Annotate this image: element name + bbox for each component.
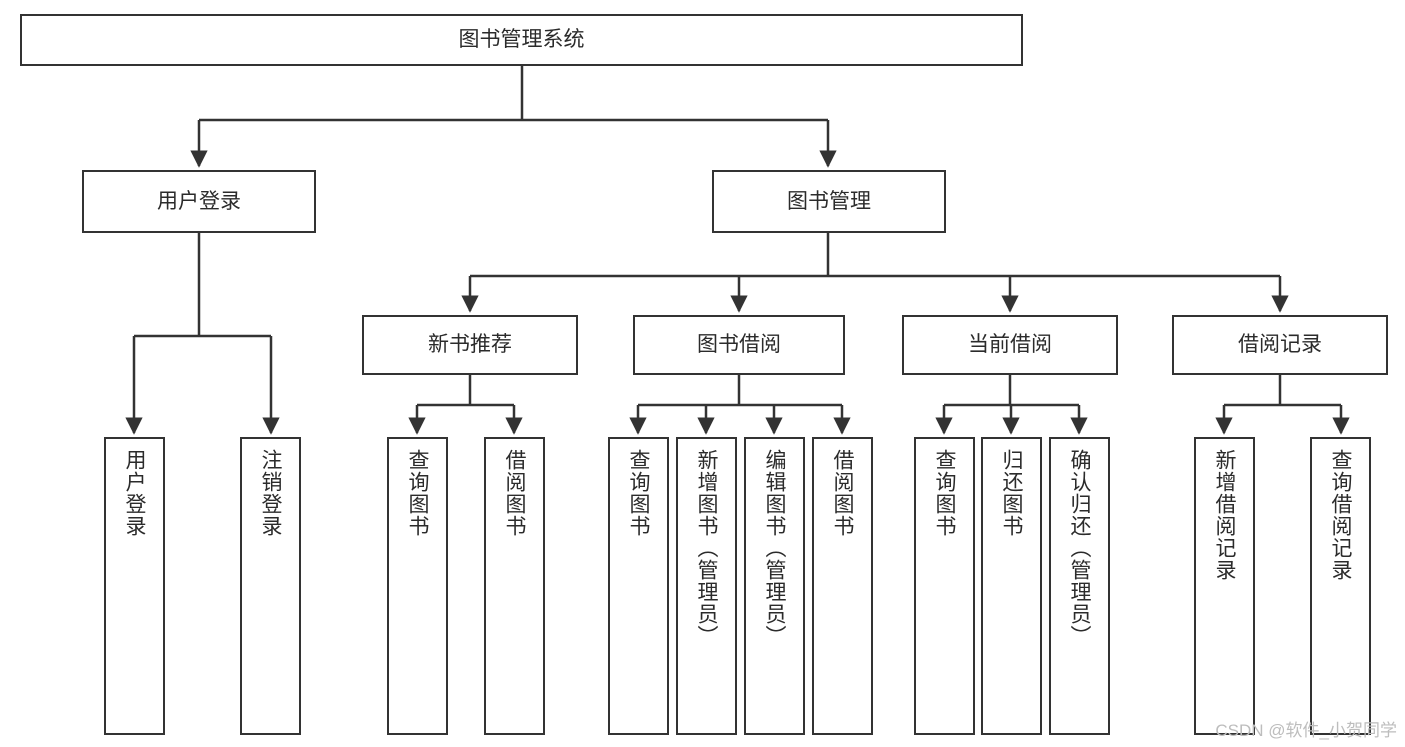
leaf-current-borrow-return-book[interactable]: 归还图书: [981, 437, 1042, 735]
node-label: 查询图书: [406, 449, 429, 537]
leaf-new-book-query-book[interactable]: 查询图书: [387, 437, 448, 735]
leaf-book-borrow-add-book-admin[interactable]: 新增图书（管理员）: [676, 437, 737, 735]
node-root-library-management-system[interactable]: 图书管理系统: [20, 14, 1023, 66]
node-new-book-recommendation[interactable]: 新书推荐: [362, 315, 578, 375]
node-label: 新增图书（管理员）: [695, 449, 718, 647]
leaf-book-borrow-borrow-book[interactable]: 借阅图书: [812, 437, 873, 735]
leaf-user-login-logout[interactable]: 注销登录: [240, 437, 301, 735]
leaf-borrow-record-add-record[interactable]: 新增借阅记录: [1194, 437, 1255, 735]
node-label: 图书管理系统: [458, 28, 585, 52]
node-label: 查询图书: [627, 449, 650, 537]
leaf-borrow-record-query-record[interactable]: 查询借阅记录: [1310, 437, 1371, 735]
node-label: 图书管理: [787, 189, 871, 213]
node-label: 当前借阅: [968, 333, 1052, 357]
node-book-management[interactable]: 图书管理: [712, 170, 946, 233]
node-label: 新增借阅记录: [1213, 449, 1236, 581]
node-label: 借阅图书: [503, 449, 526, 537]
leaf-current-borrow-query-book[interactable]: 查询图书: [914, 437, 975, 735]
node-label: 用户登录: [157, 189, 241, 213]
node-label: 借阅图书: [831, 449, 854, 537]
node-label: 确认归还（管理员）: [1068, 449, 1091, 647]
node-user-login[interactable]: 用户登录: [82, 170, 316, 233]
leaf-book-borrow-query-book[interactable]: 查询图书: [608, 437, 669, 735]
node-label: 归还图书: [1000, 449, 1023, 537]
node-current-borrow[interactable]: 当前借阅: [902, 315, 1118, 375]
node-label: 查询借阅记录: [1329, 449, 1352, 581]
node-book-borrow[interactable]: 图书借阅: [633, 315, 845, 375]
node-label: 借阅记录: [1238, 333, 1322, 357]
node-borrow-record[interactable]: 借阅记录: [1172, 315, 1388, 375]
node-label: 编辑图书（管理员）: [763, 449, 786, 647]
node-label: 图书借阅: [697, 333, 781, 357]
leaf-new-book-borrow-book[interactable]: 借阅图书: [484, 437, 545, 735]
leaf-user-login-login[interactable]: 用户登录: [104, 437, 165, 735]
node-label: 注销登录: [259, 449, 282, 537]
node-label: 新书推荐: [428, 333, 512, 357]
node-label: 用户登录: [123, 449, 146, 537]
node-label: 查询图书: [933, 449, 956, 537]
leaf-book-borrow-edit-book-admin[interactable]: 编辑图书（管理员）: [744, 437, 805, 735]
leaf-current-borrow-confirm-return-admin[interactable]: 确认归还（管理员）: [1049, 437, 1110, 735]
